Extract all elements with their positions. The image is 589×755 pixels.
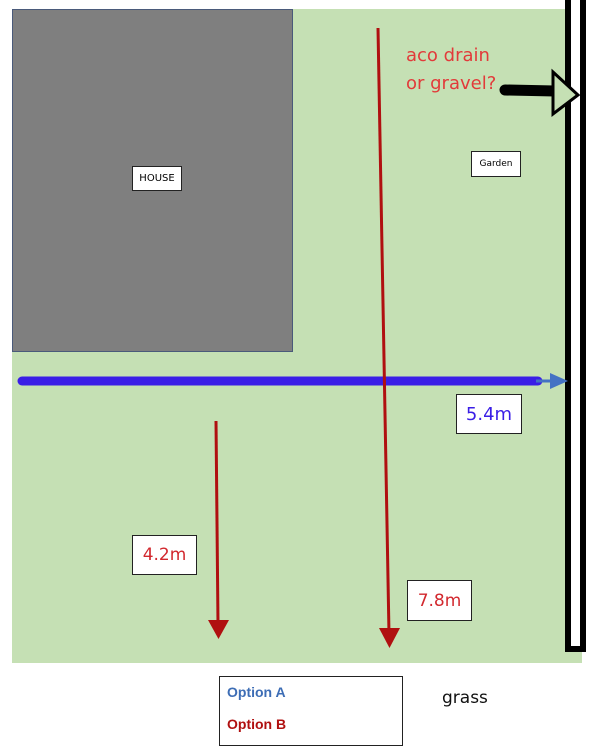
drain-note-line-2: or gravel? xyxy=(406,73,497,94)
measurement-5-4m: 5.4m xyxy=(456,394,522,434)
fence-inner xyxy=(571,0,580,646)
drain-note-line-1: aco drain xyxy=(406,45,490,66)
legend-option-b: Option B xyxy=(227,716,287,732)
measurement-7-8m: 7.8m xyxy=(407,580,472,621)
drain-note: aco drain or gravel? xyxy=(406,42,496,98)
option-b-short-arrowhead xyxy=(208,620,229,639)
house-label: HOUSE xyxy=(132,166,182,191)
legend-box: Option A Option B xyxy=(219,676,403,746)
garden-label: Garden xyxy=(471,151,521,177)
option-b-short-line xyxy=(214,420,220,625)
option-a-arrowhead xyxy=(550,373,568,389)
option-b-long-line xyxy=(376,27,391,635)
drain-pointer-line xyxy=(499,84,561,97)
drain-pointer-arrowhead xyxy=(551,68,581,118)
option-b-long-arrowhead xyxy=(379,628,400,648)
legend-option-a: Option A xyxy=(227,684,286,700)
measurement-4-2m: 4.2m xyxy=(132,535,197,575)
grass-label: grass xyxy=(442,688,488,708)
